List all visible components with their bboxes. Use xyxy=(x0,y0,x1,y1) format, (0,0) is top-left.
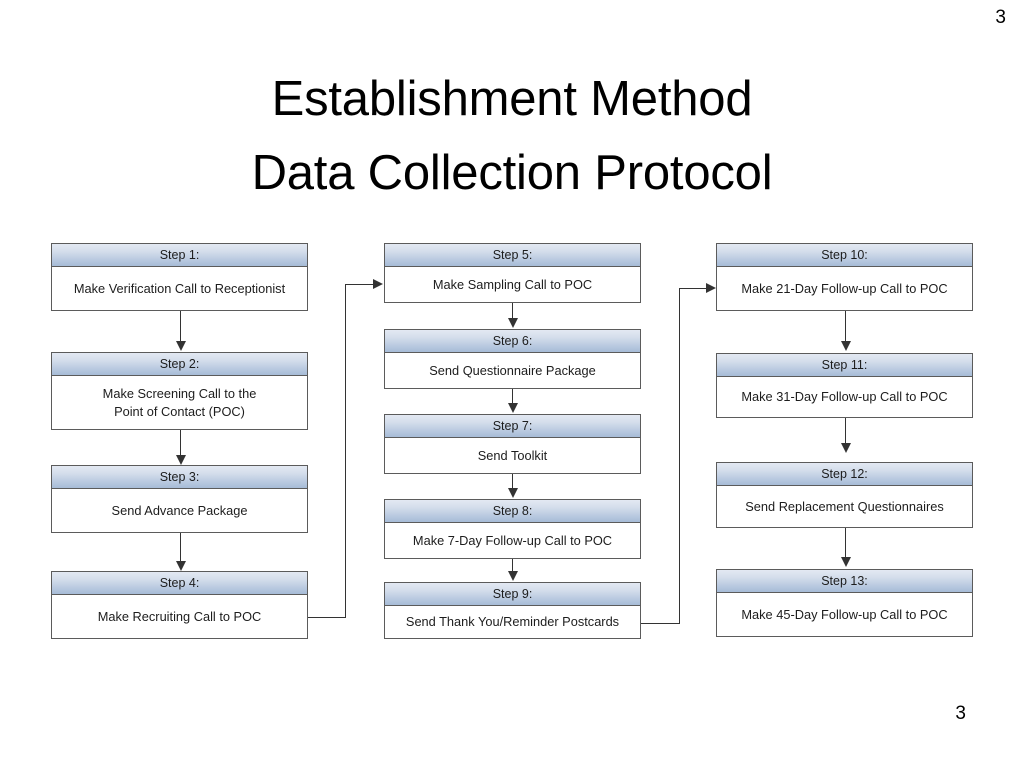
flow-step-9-body: Send Thank You/Reminder Postcards xyxy=(405,614,620,630)
flow-step-7-header: Step 7: xyxy=(385,415,640,438)
connector-9-to-10-segment-into xyxy=(679,288,706,289)
connector-9-to-10-segment-up xyxy=(679,288,680,624)
connector-12-to-13 xyxy=(845,528,846,557)
arrowhead-2-to-3 xyxy=(176,455,186,465)
flow-step-9[interactable]: Step 9: Send Thank You/Reminder Postcard… xyxy=(384,582,641,639)
flow-step-4-header: Step 4: xyxy=(52,572,307,595)
connector-4-to-5-segment-right xyxy=(308,617,346,618)
flow-step-10-header: Step 10: xyxy=(717,244,972,267)
flow-step-6-header: Step 6: xyxy=(385,330,640,353)
title-line-2: Data Collection Protocol xyxy=(251,146,773,201)
arrowhead-9-to-10 xyxy=(706,283,716,293)
flow-step-12[interactable]: Step 12: Send Replacement Questionnaires xyxy=(716,462,973,528)
flow-step-13[interactable]: Step 13: Make 45-Day Follow-up Call to P… xyxy=(716,569,973,637)
connector-4-to-5-segment-into xyxy=(345,284,373,285)
connector-6-to-7 xyxy=(512,389,513,403)
connector-10-to-11 xyxy=(845,311,846,341)
arrowhead-5-to-6 xyxy=(508,318,518,328)
connector-3-to-4 xyxy=(180,533,181,561)
flow-step-11-body: Make 31-Day Follow-up Call to POC xyxy=(741,389,948,405)
flow-step-5[interactable]: Step 5: Make Sampling Call to POC xyxy=(384,243,641,303)
flow-step-12-body: Send Replacement Questionnaires xyxy=(745,498,944,514)
connector-7-to-8 xyxy=(512,474,513,488)
arrowhead-1-to-2 xyxy=(176,341,186,351)
arrowhead-11-to-12 xyxy=(841,443,851,453)
flow-step-11-header: Step 11: xyxy=(717,354,972,377)
flow-step-8-header: Step 8: xyxy=(385,500,640,523)
flow-step-10-body: Make 21-Day Follow-up Call to POC xyxy=(741,280,948,296)
connector-11-to-12 xyxy=(845,418,846,443)
arrowhead-6-to-7 xyxy=(508,403,518,413)
arrowhead-10-to-11 xyxy=(841,341,851,351)
flow-step-3-header: Step 3: xyxy=(52,466,307,489)
page-number-bottom: 3 xyxy=(955,703,966,724)
slide-title: Establishment Method Data Collection Pro… xyxy=(0,62,1024,211)
flow-step-10[interactable]: Step 10: Make 21-Day Follow-up Call to P… xyxy=(716,243,973,311)
connector-5-to-6 xyxy=(512,303,513,318)
arrowhead-8-to-9 xyxy=(508,571,518,581)
connector-1-to-2 xyxy=(180,311,181,341)
flow-step-12-header: Step 12: xyxy=(717,463,972,486)
arrowhead-3-to-4 xyxy=(176,561,186,571)
flow-step-5-body: Make Sampling Call to POC xyxy=(432,276,593,292)
flow-step-4-body: Make Recruiting Call to POC xyxy=(97,608,262,624)
flow-step-4[interactable]: Step 4: Make Recruiting Call to POC xyxy=(51,571,308,639)
arrowhead-12-to-13 xyxy=(841,557,851,567)
flow-step-1-header: Step 1: xyxy=(52,244,307,267)
flow-step-2[interactable]: Step 2: Make Screening Call to the Point… xyxy=(51,352,308,430)
flow-step-3-body: Send Advance Package xyxy=(111,502,248,518)
flow-step-6[interactable]: Step 6: Send Questionnaire Package xyxy=(384,329,641,389)
flow-step-1-body: Make Verification Call to Receptionist xyxy=(73,280,286,296)
page-number-top: 3 xyxy=(995,7,1006,28)
flow-step-13-body: Make 45-Day Follow-up Call to POC xyxy=(741,606,948,622)
flow-step-11[interactable]: Step 11: Make 31-Day Follow-up Call to P… xyxy=(716,353,973,418)
title-line-1: Establishment Method xyxy=(271,72,753,126)
flow-step-13-header: Step 13: xyxy=(717,570,972,593)
flow-step-8[interactable]: Step 8: Make 7-Day Follow-up Call to POC xyxy=(384,499,641,559)
arrowhead-7-to-8 xyxy=(508,488,518,498)
flow-step-8-body: Make 7-Day Follow-up Call to POC xyxy=(412,532,613,548)
connector-8-to-9 xyxy=(512,559,513,571)
arrowhead-4-to-5 xyxy=(373,279,383,289)
flow-step-2-header: Step 2: xyxy=(52,353,307,376)
flow-step-5-header: Step 5: xyxy=(385,244,640,267)
flow-step-9-header: Step 9: xyxy=(385,583,640,606)
flow-step-6-body: Send Questionnaire Package xyxy=(429,362,596,378)
flow-step-1[interactable]: Step 1: Make Verification Call to Recept… xyxy=(51,243,308,311)
connector-2-to-3 xyxy=(180,430,181,455)
flow-step-7[interactable]: Step 7: Send Toolkit xyxy=(384,414,641,474)
flow-step-2-body: Make Screening Call to the Point of Cont… xyxy=(102,385,257,419)
connector-9-to-10-segment-right xyxy=(641,623,680,624)
connector-4-to-5-segment-up xyxy=(345,284,346,618)
flow-step-3[interactable]: Step 3: Send Advance Package xyxy=(51,465,308,533)
flow-step-7-body: Send Toolkit xyxy=(477,447,548,463)
